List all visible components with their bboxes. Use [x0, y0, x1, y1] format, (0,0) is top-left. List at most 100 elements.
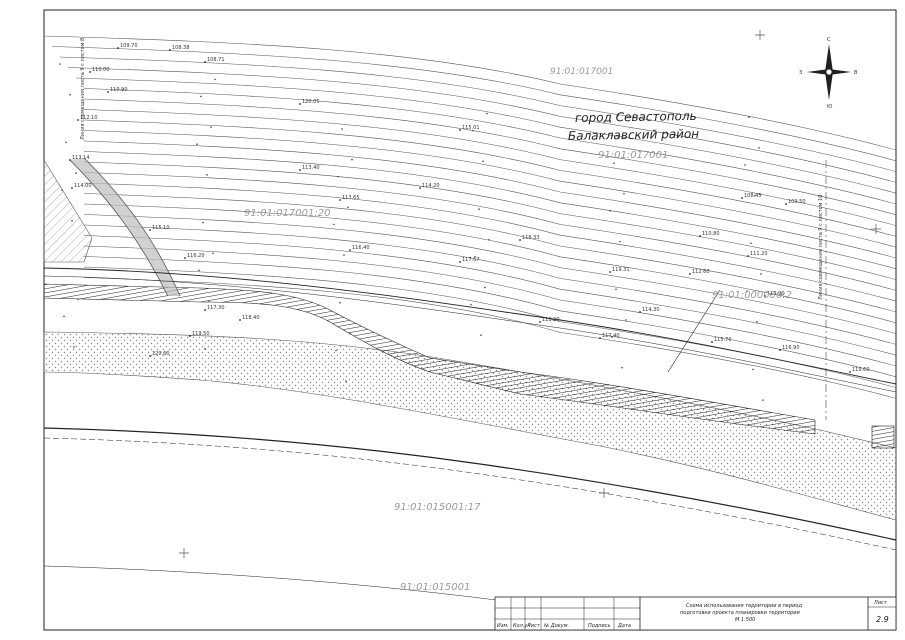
contour-line [83, 256, 897, 378]
north-arrow-letter-n: С [827, 37, 831, 43]
elevation-point-marker [764, 295, 766, 297]
contour-line [83, 182, 897, 302]
survey-point [212, 252, 214, 255]
survey-point [621, 366, 623, 369]
contour-line [83, 193, 897, 313]
elevation-mid-7: 119.31 [612, 267, 630, 273]
elevation-point-marker [149, 355, 151, 357]
survey-point [615, 288, 617, 291]
elevation-point-marker [204, 309, 206, 311]
elevation-left-6: 113.14 [72, 155, 90, 161]
contour-line [83, 224, 897, 345]
contour-line [83, 119, 897, 237]
survey-point [754, 194, 756, 197]
north-arrow-icon: С Ю З В [799, 37, 858, 110]
survey-point [196, 143, 198, 145]
survey-point [611, 336, 613, 338]
contour-line [83, 245, 897, 367]
district-label: Балаклавский район [568, 127, 700, 143]
elevation-point-marker [204, 61, 206, 63]
survey-point [77, 298, 79, 301]
survey-point [71, 220, 73, 222]
north-arrow-letter-e: В [854, 70, 858, 76]
grid-cross-marks [179, 30, 881, 558]
title-line-3: М 1:500 [735, 617, 755, 623]
survey-point [335, 349, 337, 352]
elevation-point-marker [539, 321, 541, 323]
contour-line [83, 203, 897, 324]
north-arrow-letter-w: З [799, 70, 802, 76]
elevation-right-6: 114.30 [642, 307, 660, 313]
elevation-point-marker [189, 335, 191, 337]
elevation-point-marker [519, 239, 521, 241]
survey-point [198, 269, 200, 272]
title-block: Схема использования территории в период … [494, 596, 897, 631]
elevation-point-marker [419, 187, 421, 189]
contour-line [83, 161, 897, 280]
north-arrow-letter-s: Ю [827, 104, 833, 110]
survey-point [762, 399, 764, 401]
elevation-point-marker [239, 319, 241, 321]
survey-point [613, 162, 615, 164]
contour-line [67, 67, 897, 183]
elevation-point-marker [107, 91, 109, 93]
elevation-mid-0: 113.40 [302, 165, 320, 171]
boundary-lines [43, 267, 897, 619]
edge-note-left: Линия совмещения листа 9 с листом 8 [80, 38, 86, 140]
elevation-right-2: 110.80 [702, 231, 720, 237]
elevation-right-5: 113.90 [767, 291, 785, 297]
elevation-right-11: 119.60 [852, 367, 870, 373]
embankment-slope-right [871, 425, 895, 449]
elevation-point-marker [117, 47, 119, 49]
survey-point [339, 301, 341, 304]
elevation-left-11: 118.40 [242, 315, 260, 321]
survey-point [470, 303, 472, 306]
survey-point [744, 164, 746, 166]
elevation-point-marker [849, 371, 851, 373]
survey-point [750, 242, 752, 245]
survey-point [333, 223, 335, 226]
col-sign: Подпись [588, 623, 611, 629]
contour-line [83, 109, 897, 226]
edge-note-right: Линия совмещения листа 9 с листом 10 [818, 195, 824, 300]
sheet-label: Лист [873, 600, 888, 606]
col-kol: Кол.уч [513, 623, 530, 629]
survey-point [617, 114, 619, 117]
road-surface-band [43, 331, 897, 521]
survey-point [758, 147, 760, 149]
contour-line [83, 214, 897, 334]
elevation-point-marker [747, 255, 749, 257]
elevation-left-9: 116.20 [187, 253, 205, 259]
survey-point [202, 221, 204, 224]
elevation-point-marker [699, 235, 701, 237]
contour-line [43, 35, 897, 151]
elevation-point-marker [149, 229, 151, 231]
survey-point [756, 320, 758, 323]
col-izm: Изм. [497, 623, 509, 629]
survey-point [484, 286, 486, 289]
elevation-left-2: 108.71 [207, 57, 225, 63]
elevation-left-10: 117.30 [207, 305, 225, 311]
contour-line [51, 46, 897, 162]
survey-point [69, 93, 71, 96]
elevation-mid-4: 116.40 [352, 245, 370, 251]
cadastral-label-quarter-north: 91:01:017001 [598, 150, 668, 161]
elevation-point-marker [741, 197, 743, 199]
elevation-left-7: 114.00 [74, 183, 92, 189]
elevation-right-10: 118.20 [542, 317, 560, 323]
survey-point [59, 63, 61, 65]
survey-point [206, 174, 208, 176]
elevation-point-marker [459, 261, 461, 263]
elevation-point-marker [77, 119, 79, 121]
elevation-right-3: 111.20 [750, 251, 768, 257]
survey-point [347, 206, 349, 209]
contour-line [83, 277, 897, 399]
col-doc: № Докум. [543, 623, 569, 629]
elevation-right-7: 115.70 [714, 337, 732, 343]
survey-point [65, 141, 67, 144]
diagonal-hatched-plot [43, 158, 93, 263]
curved-road-fill [70, 158, 180, 296]
cadastral-label-quarter-south: 91:01:015001 [400, 582, 470, 593]
cadastral-label-plot-17: 91:01:015001:17 [394, 502, 481, 513]
contour-line [59, 56, 897, 172]
